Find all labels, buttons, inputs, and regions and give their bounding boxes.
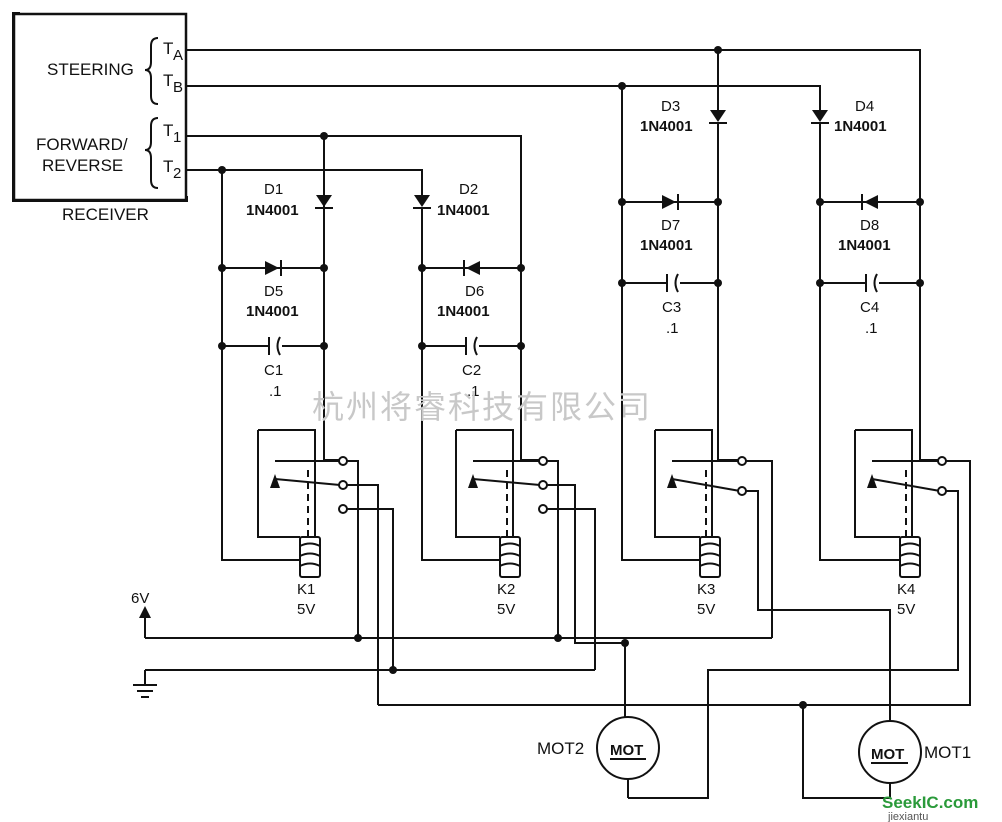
diode-d1-ref: D1 xyxy=(264,181,283,198)
diode-d7-ref: D7 xyxy=(661,217,680,234)
receiver-label: RECEIVER xyxy=(62,205,149,224)
capacitor-c1-value: .1 xyxy=(269,383,282,400)
capacitor-c3-value: .1 xyxy=(666,320,679,337)
motor-mot1: MOT MOT1 xyxy=(858,720,971,784)
diode-d1-part: 1N4001 xyxy=(246,202,299,219)
diode-d6-ref: D6 xyxy=(465,283,484,300)
power-buses xyxy=(133,606,890,799)
relay-k2 xyxy=(455,429,625,670)
supply-arrow-icon xyxy=(139,606,151,618)
svg-text:T: T xyxy=(163,157,173,176)
forward-reverse-label-line2: REVERSE xyxy=(42,156,123,175)
diode-d3-part: 1N4001 xyxy=(640,118,693,135)
motor-mot2: MOT MOT2 xyxy=(537,716,660,798)
terminal-tb: T B xyxy=(163,71,183,96)
ground-icon xyxy=(133,684,157,698)
terminal-ta: T A xyxy=(163,39,183,64)
diode-d7-part: 1N4001 xyxy=(640,237,693,254)
diode-d4-ref: D4 xyxy=(855,98,874,115)
supply-label: 6V xyxy=(131,590,149,607)
diode-d4-part: 1N4001 xyxy=(834,118,887,135)
mot2-body-label: MOT xyxy=(610,742,643,759)
diode-d3-ref: D3 xyxy=(661,98,680,115)
diode-d3-icon xyxy=(710,110,726,122)
mot1-label: MOT1 xyxy=(924,743,971,762)
relay-k2-voltage: 5V xyxy=(497,601,515,618)
capacitor-c2-ref: C2 xyxy=(462,362,481,379)
diode-d8-icon xyxy=(864,195,878,209)
diode-d5-icon xyxy=(265,261,279,275)
diode-d2-ref: D2 xyxy=(459,181,478,198)
relay-k3-voltage: 5V xyxy=(697,601,715,618)
terminal-t1: T 1 xyxy=(163,121,181,146)
module-k2 xyxy=(413,195,525,561)
diode-d4-icon xyxy=(812,110,828,122)
diode-d2-icon xyxy=(414,195,430,207)
mot2-label: MOT2 xyxy=(537,739,584,758)
capacitor-c3-ref: C3 xyxy=(662,299,681,316)
svg-text:T: T xyxy=(163,39,173,58)
relay-k1-voltage: 5V xyxy=(297,601,315,618)
capacitor-c1-ref: C1 xyxy=(264,362,283,379)
capacitor-c4-value: .1 xyxy=(865,320,878,337)
signal-wires xyxy=(186,49,940,561)
watermark-text: 杭州将睿科技有限公司 xyxy=(312,388,652,426)
receiver-block: STEERING FORWARD/ REVERSE RECEIVER T A T… xyxy=(12,12,188,224)
relay-k3-ref: K3 xyxy=(697,581,715,598)
svg-text:2: 2 xyxy=(173,165,181,182)
svg-text:T: T xyxy=(163,121,173,140)
svg-text:A: A xyxy=(173,47,183,64)
diode-d5-ref: D5 xyxy=(264,283,283,300)
relay-k1 xyxy=(257,429,394,705)
forward-reverse-label-line1: FORWARD/ xyxy=(36,135,128,154)
footer-logo-text: SeekIC.com xyxy=(882,793,978,812)
relay-k4-voltage: 5V xyxy=(897,601,915,618)
footer-logo: SeekIC.com jiexiantu xyxy=(882,793,978,822)
svg-text:1: 1 xyxy=(173,129,181,146)
mot1-body-label: MOT xyxy=(871,746,904,763)
module-k4 xyxy=(811,110,924,561)
relay-k3 xyxy=(654,429,891,798)
diode-d5-part: 1N4001 xyxy=(246,303,299,320)
capacitor-c4-ref: C4 xyxy=(860,299,879,316)
footer-url-text: jiexiantu xyxy=(887,811,928,822)
component-labels: D1 1N4001 D2 1N4001 D3 1N4001 D4 1N4001 … xyxy=(131,98,915,618)
steering-label: STEERING xyxy=(47,60,134,79)
terminal-t2: T 2 xyxy=(163,157,181,182)
diode-d2-part: 1N4001 xyxy=(437,202,490,219)
diode-d1-icon xyxy=(316,195,332,207)
diode-d8-part: 1N4001 xyxy=(838,237,891,254)
capacitor-c2-value: .1 xyxy=(467,383,480,400)
diode-d6-icon xyxy=(466,261,480,275)
diode-d8-ref: D8 xyxy=(860,217,879,234)
relay-k4-ref: K4 xyxy=(897,581,915,598)
svg-text:T: T xyxy=(163,71,173,90)
relay-k4 xyxy=(628,429,971,799)
relay-k1-ref: K1 xyxy=(297,581,315,598)
diode-d6-part: 1N4001 xyxy=(437,303,490,320)
diode-d7-icon xyxy=(662,195,676,209)
svg-text:B: B xyxy=(173,79,183,96)
relay-k2-ref: K2 xyxy=(497,581,515,598)
